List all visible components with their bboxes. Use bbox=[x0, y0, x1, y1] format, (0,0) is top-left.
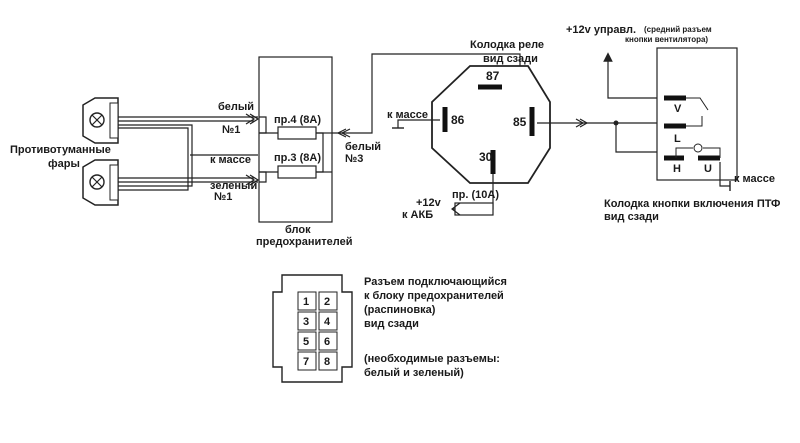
fuse-3-label: пр.3 (8А) bbox=[274, 152, 321, 164]
connector-pin-8: 8 bbox=[324, 356, 330, 368]
connector-pin-7: 7 bbox=[303, 356, 309, 368]
connector-pin-5: 5 bbox=[303, 336, 309, 348]
battery-label-2: к АКБ bbox=[402, 209, 433, 221]
switch-contact bbox=[686, 97, 709, 127]
fog-lamps-label-2: фары bbox=[48, 158, 80, 170]
battery-label-1: +12v bbox=[416, 197, 442, 209]
ground-left-label: к массе bbox=[210, 154, 251, 166]
fuse-10a-label: пр. (10А) bbox=[452, 189, 499, 201]
connector-pin-1: 1 bbox=[303, 296, 309, 308]
ground-switch-label: к массе bbox=[734, 173, 775, 185]
white-1-label-1: белый bbox=[218, 101, 254, 113]
relay-pin-85-label: 85 bbox=[513, 115, 527, 129]
switch-pin-h-label: H bbox=[673, 163, 681, 175]
ground-86-wire bbox=[392, 119, 440, 129]
fog-lamp-top bbox=[82, 97, 119, 144]
battery-wire bbox=[451, 174, 494, 216]
relay-pin-87-label: 87 bbox=[486, 69, 500, 83]
connector-note-1: (необходимые разъемы: bbox=[364, 353, 500, 365]
connector-title-4: вид сзади bbox=[364, 318, 419, 330]
white-3-label-2: №3 bbox=[345, 153, 363, 165]
connector-title-1: Разъем подключающийся bbox=[364, 276, 507, 288]
relay-header-1: Колодка реле bbox=[470, 39, 544, 51]
white-3-label-1: белый bbox=[345, 141, 381, 153]
switch-pin-u-label: U bbox=[704, 163, 712, 175]
relay-socket bbox=[431, 65, 551, 184]
control-12v-label: +12v управл. bbox=[566, 24, 636, 36]
control-note-2: кнопки вентилятора) bbox=[625, 35, 708, 44]
fog-lamp-bottom bbox=[82, 159, 119, 206]
connector-pinout: 1 2 3 4 5 6 7 8 bbox=[272, 274, 353, 383]
wire-85-to-switch bbox=[537, 118, 666, 153]
switch-header-2: вид сзади bbox=[604, 211, 659, 223]
control-note-1: (средний разъем bbox=[644, 25, 712, 34]
control-12v-wire bbox=[603, 52, 666, 99]
switch-lamp bbox=[675, 143, 721, 158]
green-1-label-1: зеленый bbox=[210, 180, 257, 192]
green-1-label-2: №1 bbox=[214, 191, 232, 203]
connector-title-3: (распиновка) bbox=[364, 304, 436, 316]
lamp-wiring bbox=[118, 113, 260, 191]
connector-pin-3: 3 bbox=[303, 316, 309, 328]
switch-header-1: Колодка кнопки включения ПТФ bbox=[604, 198, 780, 210]
fuse-4-label: пр.4 (8А) bbox=[274, 114, 321, 126]
fuse-block-label-2: предохранителей bbox=[256, 236, 353, 248]
fog-lamps-label-1: Противотуманные bbox=[10, 144, 111, 156]
connector-pin-4: 4 bbox=[324, 316, 331, 328]
relay-header-2: вид сзади bbox=[483, 53, 538, 65]
relay-pin-30-label: 30 bbox=[479, 150, 493, 164]
ground-relay-label: к массе bbox=[387, 109, 428, 121]
connector-note-2: белый и зеленый) bbox=[364, 367, 464, 379]
switch-pin-l-label: L bbox=[674, 133, 681, 145]
fuse-block-label-1: блок bbox=[285, 224, 311, 236]
switch-pin-v-label: V bbox=[674, 103, 682, 115]
connector-pin-2: 2 bbox=[324, 296, 330, 308]
switch-ground-wire bbox=[719, 162, 731, 191]
white-1-label-2: №1 bbox=[222, 124, 240, 136]
connector-title-2: к блоку предохранителей bbox=[364, 290, 504, 302]
relay-pin-86-label: 86 bbox=[451, 113, 465, 127]
connector-pin-6: 6 bbox=[324, 336, 330, 348]
